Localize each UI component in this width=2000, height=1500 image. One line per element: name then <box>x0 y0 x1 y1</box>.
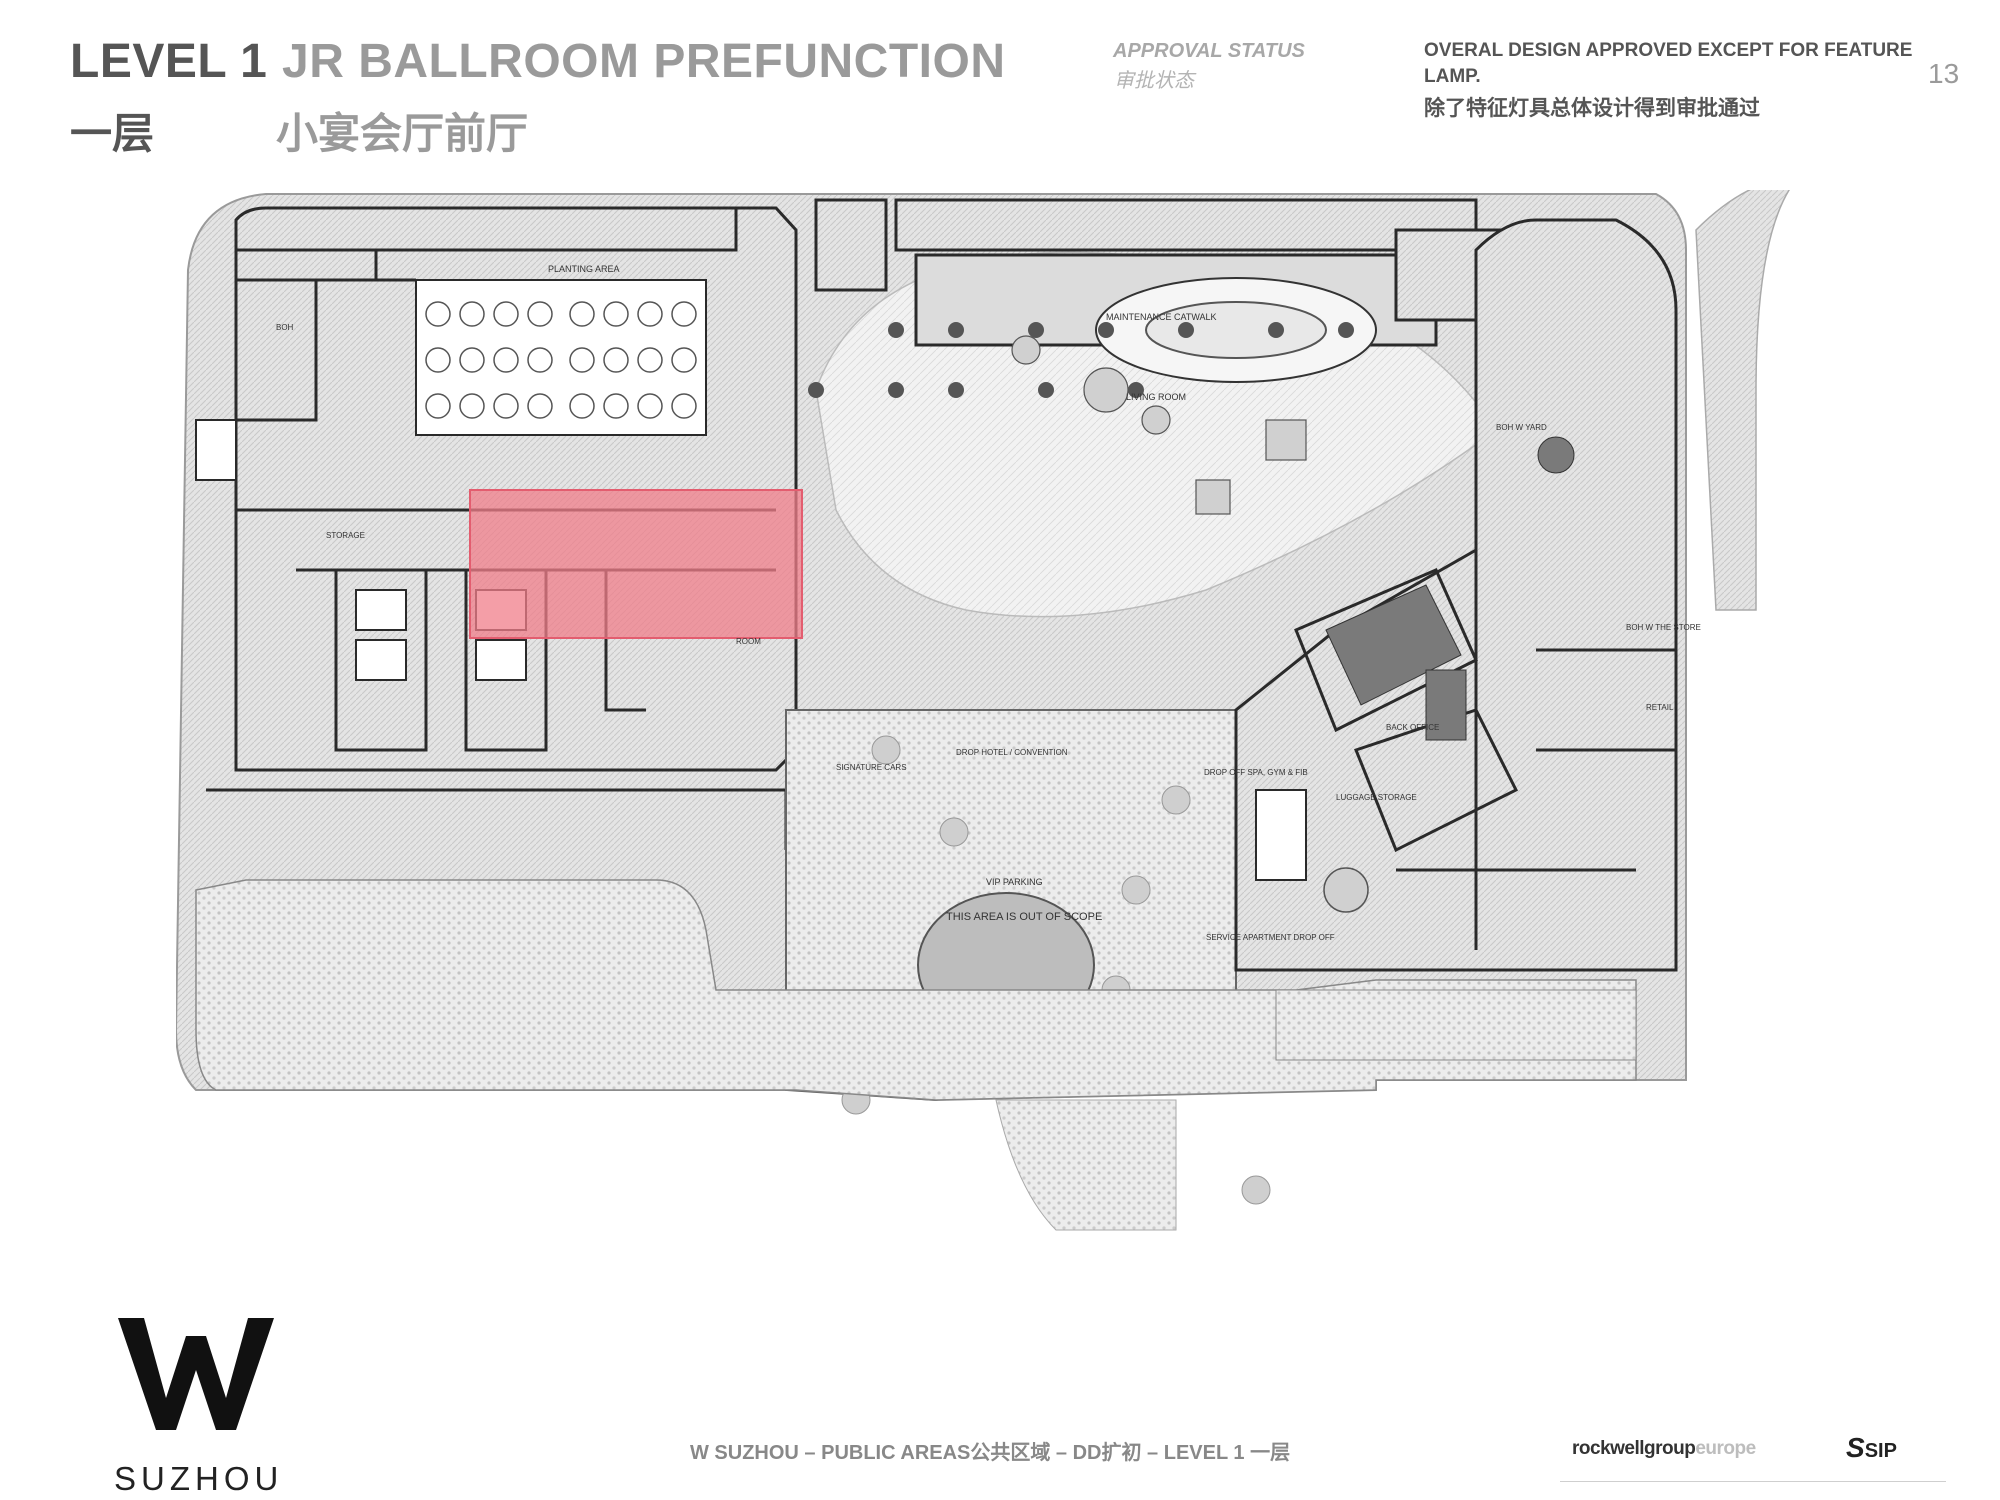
label-signature-cars: SIGNATURE CARS <box>836 763 907 772</box>
label-storage: STORAGE <box>326 531 365 540</box>
label-maintenance-catwalk: MAINTENANCE CATWALK <box>1106 312 1217 322</box>
label-back-office: BACK OFFICE <box>1386 723 1439 732</box>
label-planting-area: PLANTING AREA <box>548 264 620 274</box>
w-hotels-logo <box>118 1318 274 1430</box>
approval-status-text: OVERAL DESIGN APPROVED EXCEPT FOR FEATUR… <box>1424 40 1913 87</box>
label-living-room: LIVING ROOM <box>1126 392 1186 402</box>
label-drop-hotel: DROP HOTEL / CONVENTION <box>956 748 1068 757</box>
highlight-prefunction <box>469 489 803 639</box>
sip-logo: SSIP <box>1846 1432 1897 1464</box>
sip-logo-text: SIP <box>1864 1440 1897 1462</box>
floor-plan-drawing: PLANTING AREA MAINTENANCE CATWALK LIVING… <box>174 179 1798 1231</box>
label-retail: RETAIL <box>1646 703 1674 712</box>
footer-title: W SUZHOU – PUBLIC AREAS公共区域 – DD扩初 – LEV… <box>690 1442 1291 1464</box>
ballroom-tables <box>425 301 697 419</box>
label-boh-left: BOH <box>276 323 294 332</box>
approval-status-text-cn: 除了特征灯具总体设计得到审批通过 <box>1424 96 1760 120</box>
rockwell-logo: rockwellgroupeurope <box>1572 1438 1756 1460</box>
label-drop-off-spa: DROP OFF SPA, GYM & FIB <box>1204 768 1308 777</box>
label-service-apartment: SERVICE APARTMENT DROP OFF <box>1206 933 1335 942</box>
page-number: 13 <box>1928 58 1960 89</box>
label-luggage-storage: LUGGAGE STORAGE <box>1336 793 1417 802</box>
label-room: ROOM <box>736 637 761 646</box>
approval-status-label: APPROVAL STATUS <box>1113 40 1305 62</box>
label-boh-wyard: BOH W YARD <box>1496 423 1547 432</box>
level-label-cn: 一层 <box>70 109 155 158</box>
label-vip-parking: VIP PARKING <box>986 877 1043 887</box>
page-title: JR BALLROOM PREFUNCTION <box>282 35 1006 88</box>
footer-divider <box>1560 1481 1946 1482</box>
sip-logo-mark: S <box>1846 1432 1865 1463</box>
rockwell-logo-suffix: europe <box>1695 1438 1756 1459</box>
label-out-of-scope: THIS AREA IS OUT OF SCOPE <box>946 911 1102 923</box>
label-boh-store: BOH W THE STORE <box>1626 623 1701 632</box>
city-name: SUZHOU <box>114 1460 284 1497</box>
rockwell-logo-main: rockwellgroup <box>1572 1438 1696 1459</box>
level-label: LEVEL 1 <box>70 35 268 88</box>
floor-plan: PLANTING AREA MAINTENANCE CATWALK LIVING… <box>174 179 1856 1300</box>
approval-status-label-cn: 审批状态 <box>1114 68 1194 92</box>
page-title-cn: 小宴会厅前厅 <box>276 109 529 158</box>
